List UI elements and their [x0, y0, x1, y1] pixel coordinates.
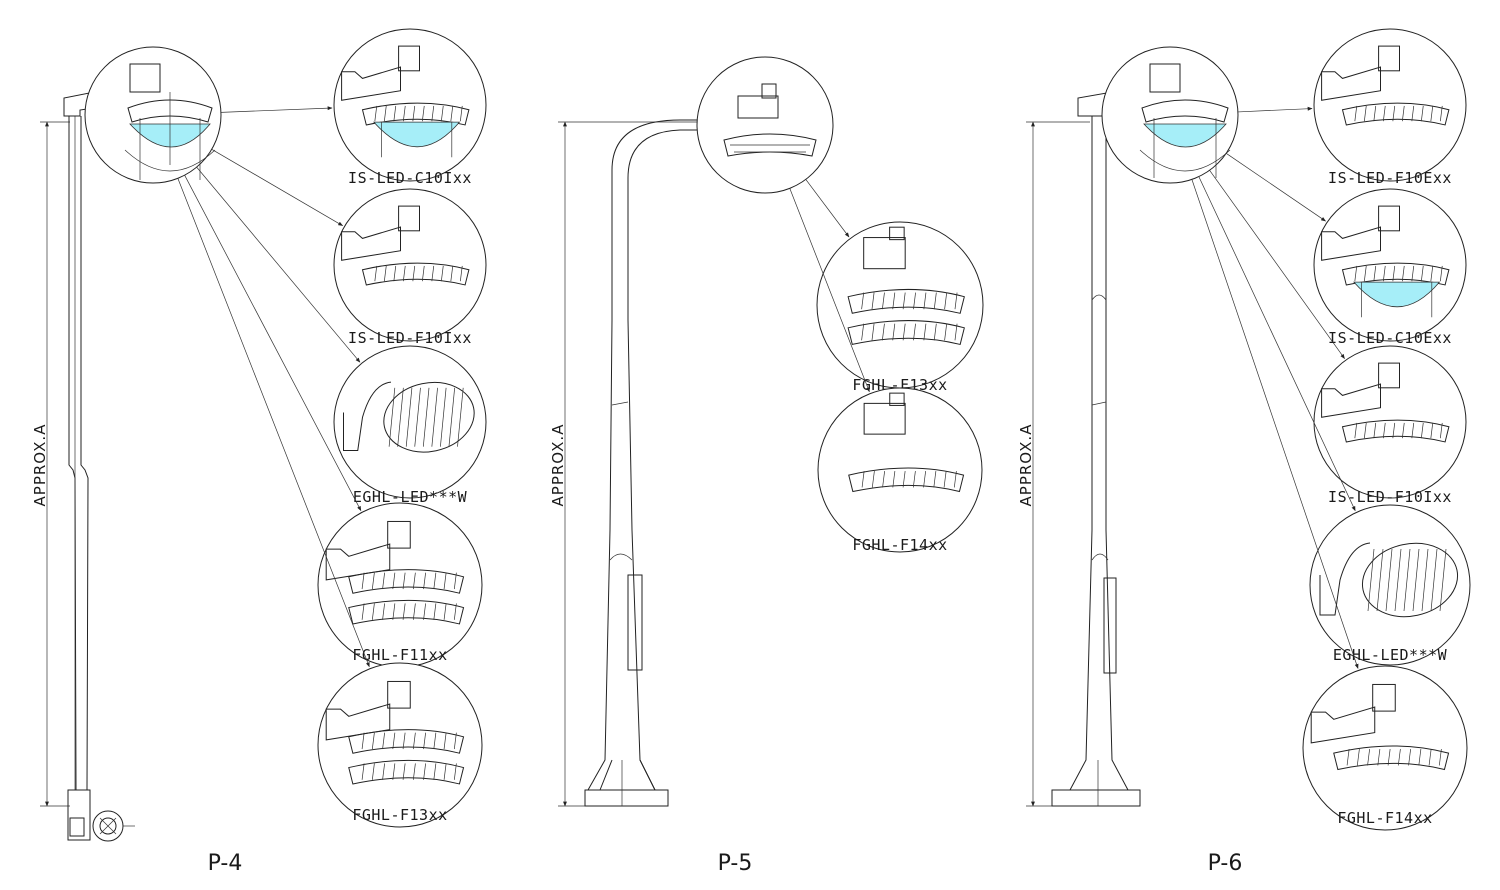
- leader-arrow: [220, 106, 333, 113]
- base-p6: [1051, 789, 1141, 807]
- leader-arrow: [1198, 176, 1356, 512]
- access-door-p6: [1103, 577, 1117, 674]
- detail-circle-p4: [84, 46, 222, 184]
- model-label: FGHL-F13xx: [852, 376, 947, 394]
- leader-arrow: [1209, 170, 1345, 359]
- model-label: IS-LED-C10Exx: [1328, 329, 1452, 347]
- fixture-variant-p-4-2: IS-LED-F10Ixx: [211, 148, 487, 347]
- model-label: EGHL-LED***W: [353, 488, 468, 506]
- model-label: IS-LED-F10Ixx: [348, 329, 472, 347]
- variant-circle: [333, 345, 487, 499]
- variant-circle: [1313, 345, 1467, 499]
- variant-circle: [317, 502, 483, 668]
- variant-circle: [817, 387, 983, 553]
- leader-arrow: [196, 166, 361, 363]
- model-label: FGHL-F13xx: [352, 806, 447, 824]
- pole-label-p6: P-6: [1208, 851, 1243, 876]
- leader-arrow: [184, 175, 362, 512]
- model-label: FGHL-F11xx: [352, 646, 447, 664]
- detail-circle-p5: [696, 56, 834, 194]
- model-label: IS-LED-C10Ixx: [348, 169, 472, 187]
- base-p5: [584, 759, 669, 807]
- leader-arrow: [1225, 153, 1326, 222]
- fixture-variant-p-6-2: IS-LED-C10Exx: [1225, 153, 1467, 347]
- variant-circle: [333, 28, 487, 182]
- model-label: FGHL-F14xx: [852, 536, 947, 554]
- leader-arrow: [1191, 179, 1359, 669]
- detail-circle-p6: [1101, 46, 1239, 184]
- dimension-label-p6: APPROX.A: [1017, 424, 1035, 507]
- dimension-label-p5: APPROX.A: [549, 424, 567, 507]
- fixture-variant-p-6-5: FGHL-F14xx: [1191, 179, 1468, 831]
- base-p4: [67, 789, 91, 841]
- fixture-variant-p-6-4: EGHL-LED***W: [1198, 176, 1471, 666]
- model-label: EGHL-LED***W: [1333, 646, 1448, 664]
- pole-p5: APPROX.A P-5: [549, 56, 834, 876]
- leader-arrow: [177, 178, 370, 668]
- pole-shaft-p5: [587, 319, 656, 791]
- pole-label-p5: P-5: [718, 851, 753, 876]
- leader-arrow: [211, 148, 344, 226]
- model-label: FGHL-F14xx: [1337, 809, 1432, 827]
- pole-label-p4: P-4: [208, 851, 243, 876]
- fixture-variant-p-4-3: EGHL-LED***W: [196, 166, 487, 506]
- leader-arrow: [1237, 106, 1313, 113]
- leader-arrow: [789, 188, 870, 393]
- fixture-variant-p-6-3: IS-LED-F10Ixx: [1209, 170, 1467, 506]
- model-label: IS-LED-F10Exx: [1328, 169, 1452, 187]
- fixture-variant-p-4-4: FGHL-F11xx: [184, 175, 483, 668]
- fixture-variant-p-4-5: FGHL-F13xx: [177, 178, 483, 828]
- pole-arm-p5: [611, 119, 738, 320]
- pole-shaft-p4: [68, 116, 89, 791]
- fixture-variant-p-6-1: IS-LED-F10Exx: [1237, 28, 1467, 187]
- variant-circle: [333, 188, 487, 342]
- variant-circle: [317, 662, 483, 828]
- pole-p6: APPROX.A P-6: [1017, 46, 1243, 876]
- variant-circle: [1302, 665, 1468, 831]
- fixture-variant-p-5-1: FGHL-F13xx: [805, 179, 984, 394]
- dimension-label-p4: APPROX.A: [31, 424, 49, 507]
- variant-circle: [816, 221, 984, 389]
- fixture-detail-p5: [723, 83, 817, 157]
- leader-arrow: [805, 179, 850, 238]
- pole-shaft-p6: [1069, 116, 1129, 791]
- fixture-variant-p-5-2: FGHL-F14xx: [789, 188, 983, 554]
- variant-circle: [1309, 504, 1471, 666]
- fixture-variant-p-4-1: IS-LED-C10Ixx: [220, 28, 487, 187]
- access-door-p5: [627, 574, 643, 671]
- pole-p4: APPROX.A P-4: [31, 46, 243, 876]
- model-label: IS-LED-F10Ixx: [1328, 488, 1452, 506]
- fixture-detail-p6: [1139, 63, 1231, 178]
- fixture-detail-p4: [124, 63, 216, 180]
- variant-circle: [1313, 188, 1467, 342]
- variant-circle: [1313, 28, 1467, 182]
